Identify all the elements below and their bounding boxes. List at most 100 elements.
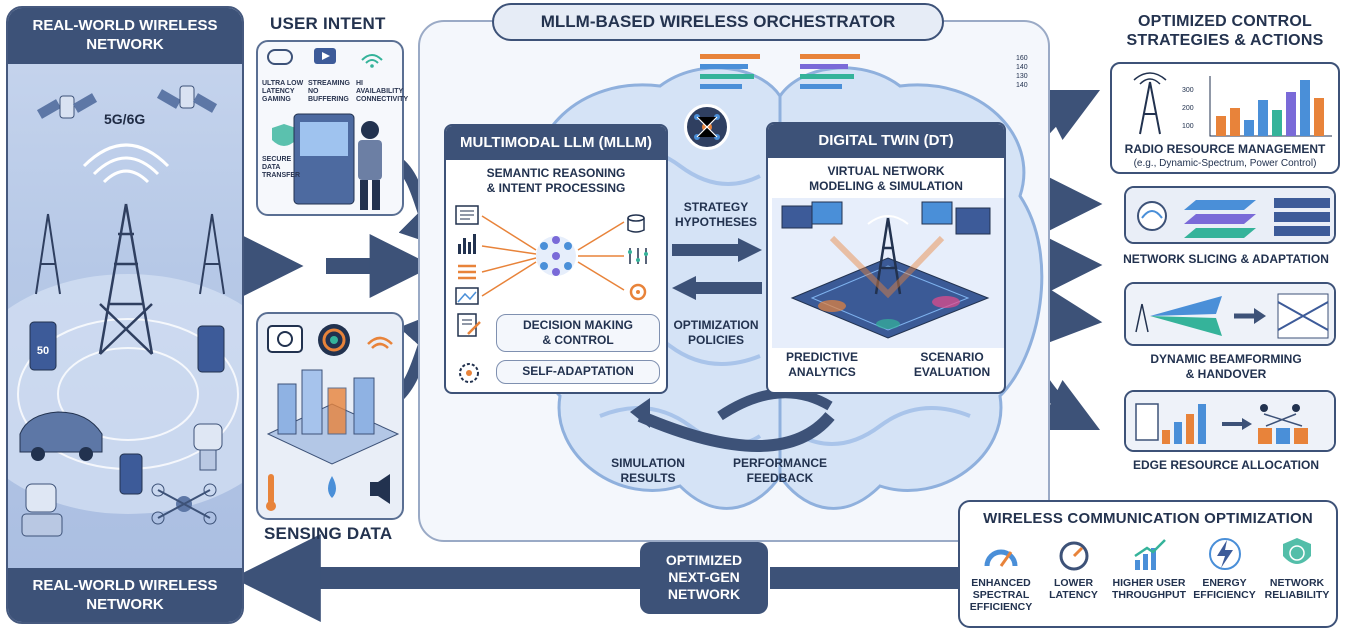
- intent-label-streaming: STREAMING NO BUFFERING: [308, 80, 350, 103]
- metric-line: EFFICIENCY: [1193, 589, 1256, 601]
- list-icon: [458, 264, 476, 280]
- mllm-dt-arrows: [672, 238, 762, 300]
- intent-label-secure: SECURE DATA TRANSFER: [262, 156, 301, 179]
- dt-title: DIGITAL TWIN (DT): [768, 124, 1004, 158]
- neural-network-icon: [684, 104, 730, 150]
- document-icon: [1135, 403, 1159, 441]
- screen-panel-icon: [921, 201, 991, 235]
- decision-making-chip: DECISION MAKING & CONTROL: [496, 314, 660, 352]
- metric-line: NETWORK: [1269, 577, 1325, 589]
- slice-layers-icon: [1184, 200, 1256, 238]
- tick-label: 130: [1016, 73, 1028, 80]
- edge-resource-title: EDGE RESOURCE ALLOCATION: [1132, 458, 1319, 472]
- optimized-control-title: OPTIMIZED CONTROL STRATEGIES & ACTIONS: [1108, 12, 1342, 50]
- metric-line: SPECTRAL: [972, 589, 1030, 601]
- optimization-policies-label: OPTIMIZATION POLICIES: [660, 318, 772, 348]
- tick-label: 140: [1016, 64, 1028, 71]
- metric-line: RELIABILITY: [1264, 589, 1330, 601]
- 5g-6g-label: 5G/6G: [104, 111, 146, 127]
- digital-twin-illustration: [772, 198, 1004, 348]
- smartphone-icon: 50: [29, 321, 57, 371]
- predictive-analytics-label: PREDICTIVE ANALYTICS: [772, 350, 872, 380]
- thermometer-icon: [266, 474, 276, 511]
- metric-line: ENHANCED: [971, 577, 1031, 589]
- secure-shield-icon: [272, 124, 296, 146]
- real-world-network-panel: REAL-WORLD WIRELESS NETWORK REAL-WORLD W…: [6, 6, 244, 624]
- wireless-optimization-title: WIRELESS COMMUNICATION OPTIMIZATION: [983, 510, 1313, 527]
- speaker-icon: [370, 474, 390, 504]
- network-slicing-title: NETWORK SLICING & ADAPTATION: [1123, 252, 1329, 266]
- signal-waves-icon: [367, 336, 393, 349]
- decision-line-2: & CONTROL: [542, 333, 614, 347]
- robot-icon: [193, 423, 223, 471]
- edge-resource-card: EDGE RESOURCE ALLOCATION: [1116, 386, 1336, 478]
- tick-label: 160: [1016, 55, 1028, 62]
- smartphone-icon: [197, 325, 225, 373]
- antenna-tower-icon: [1133, 72, 1167, 135]
- cell-tower-icon: [82, 143, 170, 355]
- performance-line-1: PERFORMANCE: [732, 456, 827, 470]
- radar-icon: [318, 324, 350, 356]
- simulation-line-1: SIMULATION: [611, 456, 685, 470]
- metrics-row: ENHANCED SPECTRAL EFFICIENCY LOWER LATEN…: [964, 536, 1334, 624]
- neural-net-icon: [536, 236, 576, 276]
- tick-label: 140: [1016, 82, 1028, 89]
- network-slicing-diagram: [1126, 188, 1334, 242]
- metric-line: HIGHER USER: [1112, 577, 1186, 589]
- strategy-line-1: STRATEGY: [683, 200, 749, 214]
- phone-screen-text: 50: [37, 345, 49, 357]
- user-intent-illustration: [267, 48, 383, 210]
- beamforming-card: DYNAMIC BEAMFORMING & HANDOVER: [1116, 278, 1336, 382]
- cloud-network-icon: [1137, 201, 1167, 231]
- performance-feedback-label: PERFORMANCE FEEDBACK: [722, 456, 838, 486]
- metric-energy: ENERGY EFFICIENCY: [1190, 536, 1260, 624]
- globe-shield-icon: [1283, 538, 1311, 564]
- beamforming-title: DYNAMIC BEAMFORMING & HANDOVER: [1116, 352, 1336, 382]
- screen-panel-icon: [781, 201, 843, 229]
- metric-latency: LOWER LATENCY: [1039, 536, 1109, 624]
- simulation-results-label: SIMULATION RESULTS: [596, 456, 700, 486]
- gamepad-icon: [267, 49, 293, 65]
- users-icon: [1258, 404, 1308, 444]
- predictive-line-2: ANALYTICS: [788, 365, 856, 379]
- cell-tower-icon: [874, 217, 902, 295]
- metric-line: EFFICIENCY: [969, 601, 1033, 613]
- dt-subtitle-2: MODELING & SIMULATION: [809, 179, 963, 193]
- sensing-illustration: [266, 324, 400, 511]
- strategy-hypotheses-label: STRATEGY HYPOTHESES: [664, 200, 768, 230]
- simulation-line-2: RESULTS: [620, 471, 676, 485]
- gear-icon: [629, 283, 647, 301]
- opt-title-line-2: STRATEGIES & ACTIONS: [1126, 32, 1324, 49]
- performance-line-2: FEEDBACK: [746, 471, 814, 485]
- scenario-line-1: SCENARIO: [920, 350, 984, 364]
- decision-line-1: DECISION MAKING: [522, 318, 633, 332]
- radio-resource-card: 300 200 100 RADIO RESOURCE MANAGEMENT (e…: [1110, 62, 1340, 174]
- wifi-icon: [361, 54, 383, 68]
- database-icon: [627, 214, 645, 233]
- satellite-icon: [156, 85, 218, 113]
- scenario-line-2: EVALUATION: [913, 365, 991, 379]
- edit-document-icon: [457, 313, 481, 337]
- metric-line: LOWER: [1053, 577, 1094, 589]
- network-illustration: 50: [8, 85, 242, 537]
- dt-subtitle-1: VIRTUAL NETWORK: [827, 164, 945, 178]
- document-icon: [455, 205, 479, 225]
- network-slicing-panel: [1124, 186, 1336, 244]
- left-panel-top-title: REAL-WORLD WIRELESS NETWORK: [8, 8, 242, 64]
- car-icon: [19, 411, 103, 461]
- opt-title-line-1: OPTIMIZED CONTROL: [1137, 13, 1313, 30]
- metric-line: ENERGY: [1202, 577, 1247, 589]
- bar-chart-icon: [458, 234, 476, 254]
- sliders-icon: [628, 248, 648, 264]
- scenario-evaluation-label: SCENARIO EVALUATION: [902, 350, 1002, 380]
- mllm-panel: MULTIMODAL LLM (MLLM) SEMANTIC REASONING…: [444, 124, 668, 394]
- lightning-icon: [1208, 538, 1241, 570]
- beamforming-diagram: [1126, 284, 1334, 344]
- robot-icon: [21, 483, 63, 537]
- self-adaptation-chip: SELF-ADAPTATION: [496, 360, 660, 384]
- digital-twin-panel: DIGITAL TWIN (DT) VIRTUAL NETWORK MODELI…: [766, 122, 1006, 394]
- smartphone-icon: [119, 453, 143, 495]
- metric-line: THROUGHPUT: [1111, 589, 1187, 601]
- metric-throughput: HIGHER USER THROUGHPUT: [1109, 536, 1189, 624]
- edge-resource-diagram: [1126, 392, 1334, 450]
